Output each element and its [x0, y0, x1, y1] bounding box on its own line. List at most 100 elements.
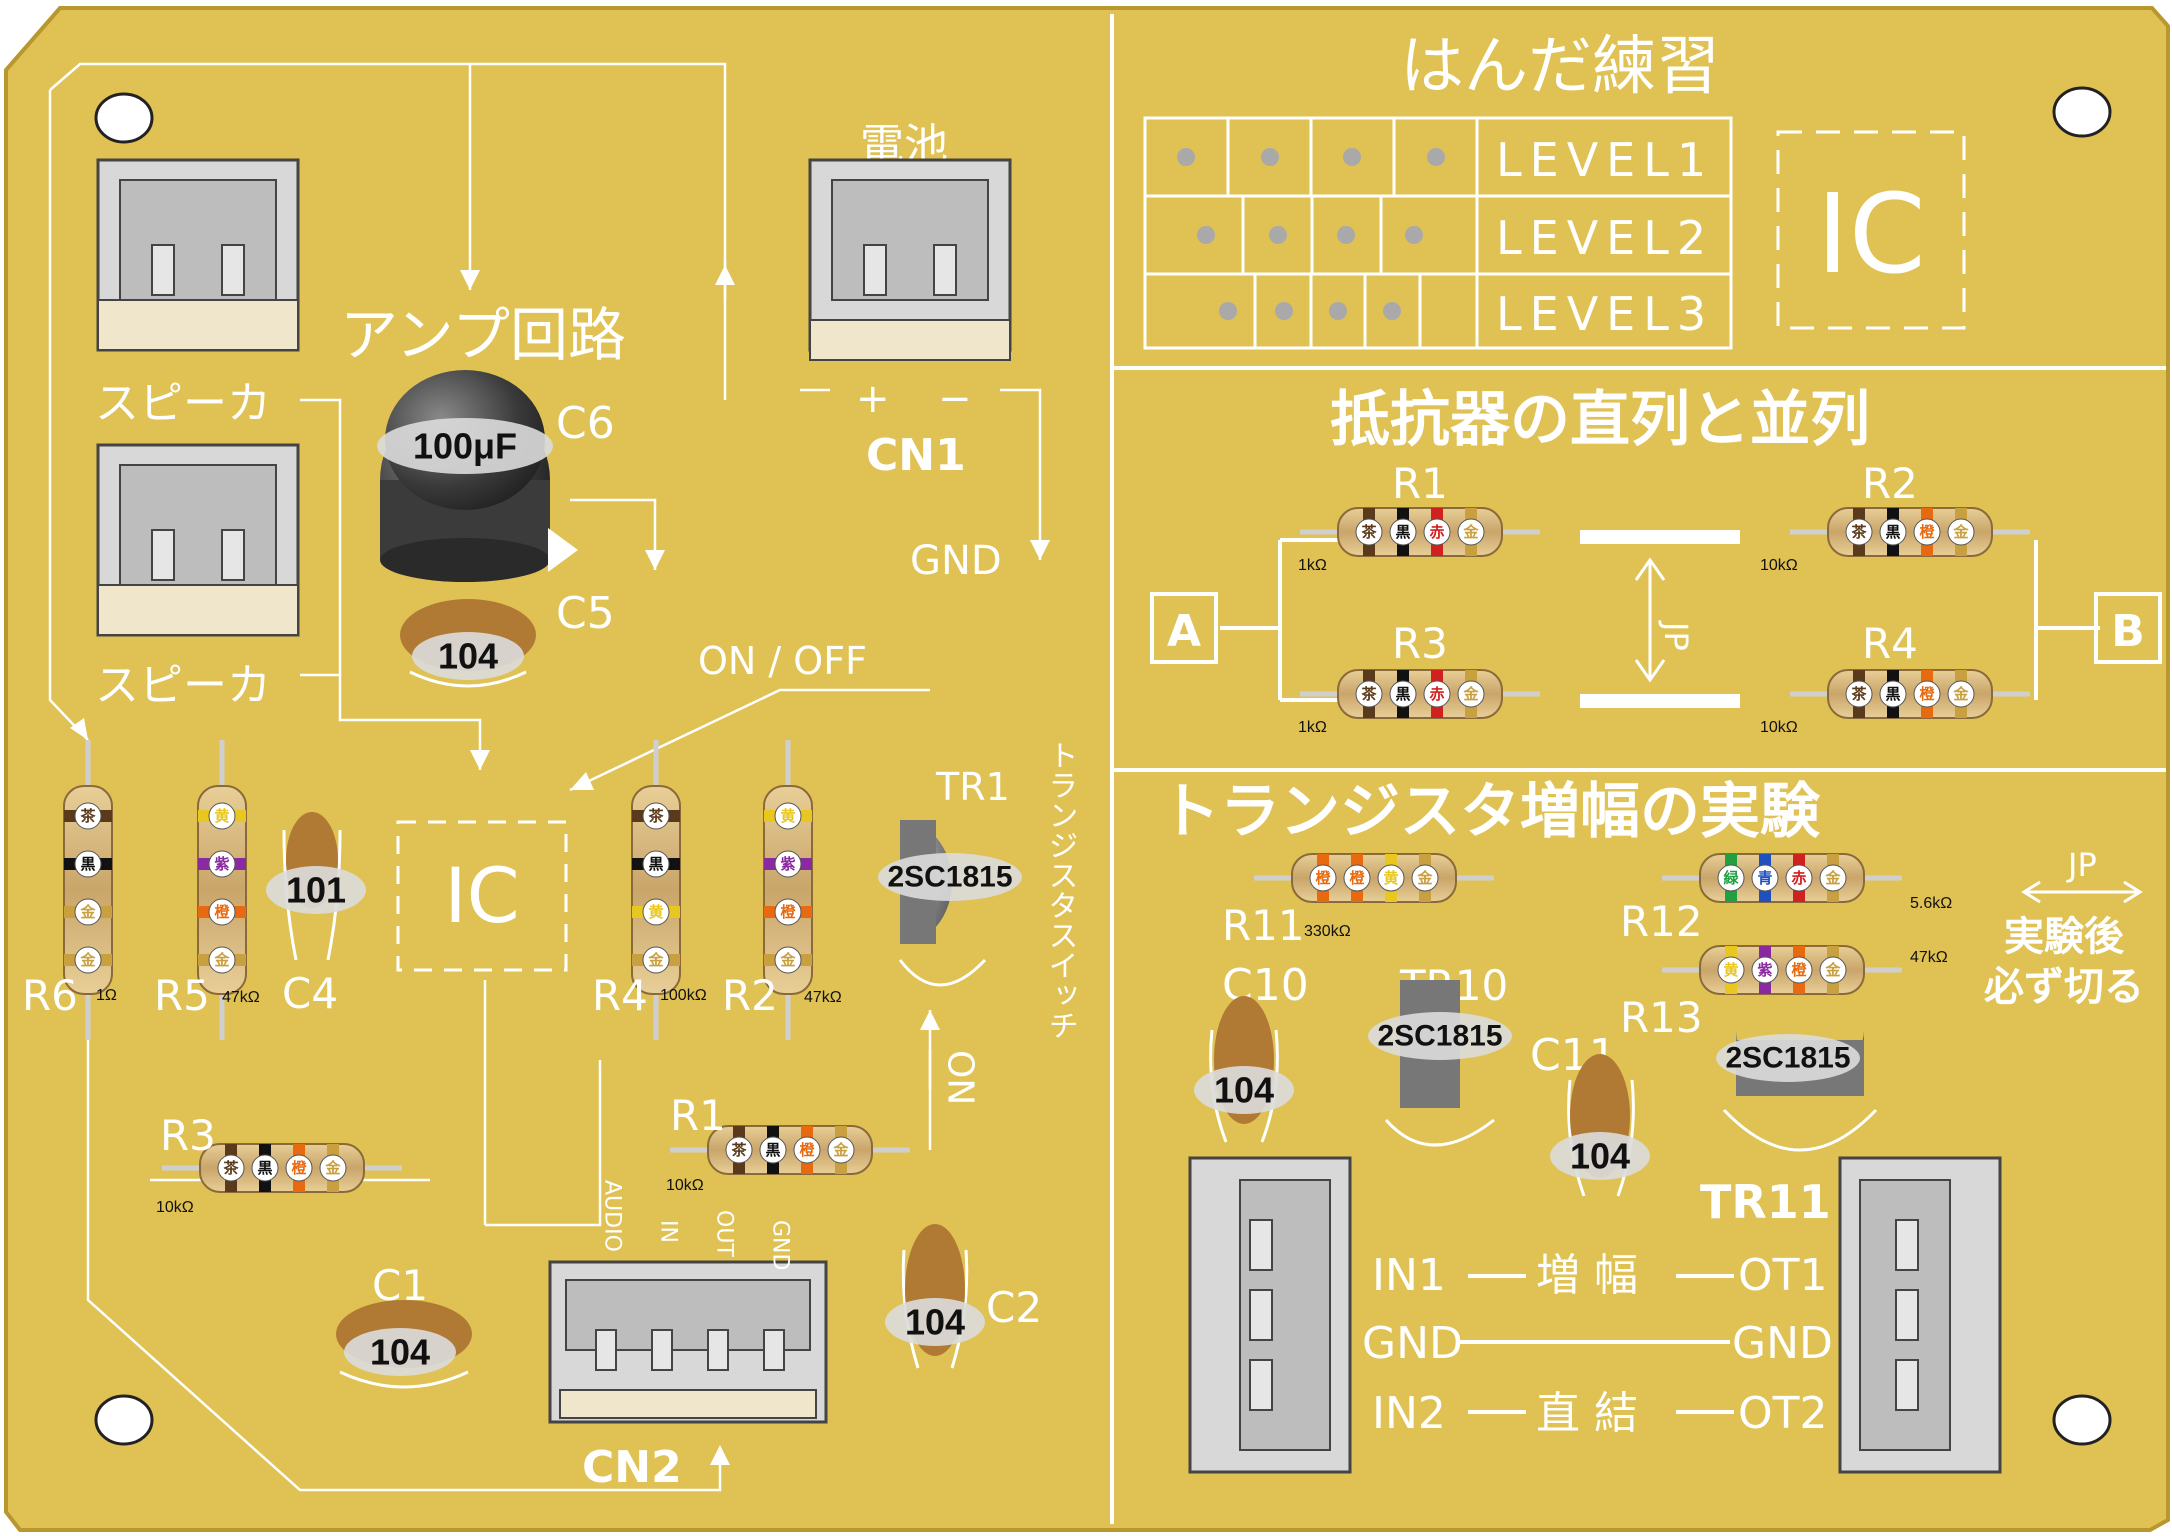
tr1-transistor	[878, 820, 1022, 987]
c10-value: 104	[1214, 1070, 1274, 1111]
band-label: 黒	[1885, 523, 1900, 541]
battery-minus: −	[938, 376, 972, 422]
band-label: 黒	[1395, 685, 1410, 703]
band-label: 金	[1824, 869, 1841, 887]
cn2-pin-out: OUT	[712, 1210, 737, 1257]
soldering-grid	[1143, 116, 1733, 350]
jp-pad-top	[1580, 530, 1740, 544]
band-label: 橙	[1919, 685, 1935, 703]
tr1-value: 2SC1815	[887, 861, 1012, 894]
band-label: 金	[832, 1141, 849, 1159]
resistor-band	[1411, 864, 1439, 892]
row2-out: GND	[1732, 1318, 1833, 1369]
resistor-band	[827, 1136, 855, 1164]
amp-traces	[48, 62, 1042, 1492]
r6-resistor-value: 1Ω	[96, 987, 117, 1004]
band-label: 茶	[223, 1159, 239, 1177]
band-label: 橙	[780, 903, 796, 921]
note-line1: 実験後	[2004, 914, 2125, 960]
band-label: 金	[79, 951, 96, 969]
cn2-pin-audio: AUDIO	[600, 1180, 625, 1252]
resistor-band	[793, 1136, 821, 1164]
sp-r4-resistor-label: R4	[1862, 619, 1918, 668]
cn2-pin-labels: AUDIO IN OUT GND	[600, 1180, 793, 1270]
r3-resistor-value: 10kΩ	[156, 1199, 194, 1216]
r1-resistor: 茶黒橙金R110kΩ	[666, 1091, 910, 1194]
ic-outline-left	[396, 820, 568, 972]
sp-r3-resistor-label: R3	[1392, 619, 1448, 668]
battery-connector	[808, 158, 1012, 361]
resistor-band	[208, 898, 236, 926]
band-label: 黄	[648, 903, 663, 921]
c4-label: C4	[282, 969, 338, 1018]
resistor-band	[642, 946, 670, 974]
sp-r1-resistor-label: R1	[1392, 459, 1448, 508]
resistor-band	[642, 898, 670, 926]
speaker-label-1: スピーカ	[95, 378, 271, 429]
band-label: 黒	[1395, 523, 1410, 541]
series-parallel-traces	[1220, 538, 2100, 702]
band-label: 黄	[214, 807, 229, 825]
r1-resistor-label: R1	[670, 1091, 726, 1140]
c4-value: 101	[286, 870, 346, 911]
resistor-band	[1845, 518, 1873, 546]
band-label: 橙	[799, 1141, 815, 1159]
resistor-band	[1947, 518, 1975, 546]
resistor-band	[642, 802, 670, 830]
sp-r4-resistor: 茶黒橙金R410kΩ	[1760, 619, 2030, 736]
r12-resistor-label: R12	[1620, 897, 1703, 946]
row3-out: OT2	[1738, 1388, 1828, 1439]
resistor-band	[1343, 864, 1371, 892]
c5-label: C5	[556, 588, 615, 639]
terminal-a-label: A	[1167, 606, 1201, 657]
resistor-band	[1355, 680, 1383, 708]
r2-resistor-label: R2	[722, 971, 778, 1020]
resistor-band	[1819, 864, 1847, 892]
r4-resistor-label: R4	[592, 971, 648, 1020]
band-label: 金	[1952, 685, 1969, 703]
tr1-label: TR1	[935, 765, 1010, 809]
resistor-band	[208, 946, 236, 974]
c5-capacitor	[400, 599, 536, 688]
sp-r2-resistor: 茶黒橙金R210kΩ	[1760, 459, 2030, 574]
terminal-a	[1150, 592, 1218, 664]
resistor-band	[1389, 680, 1417, 708]
resistor-band	[725, 1136, 753, 1164]
row1-out: OT1	[1738, 1250, 1828, 1301]
resistor-band	[74, 898, 102, 926]
r3-resistor-label: R3	[160, 1111, 216, 1160]
row1-mid: 増 幅	[1536, 1250, 1638, 1301]
sp-r1-resistor: 茶黒赤金R11kΩ	[1298, 459, 1540, 574]
on-off-label: ON / OFF	[698, 639, 867, 683]
band-label: 紫	[1757, 961, 1772, 979]
transistor-amp-title: トランジスタ増幅の実験	[1160, 777, 1821, 847]
band-label: 金	[79, 903, 96, 921]
io-rows: IN1 増 幅 OT1 GND GND IN2 直 結 OT2	[1362, 1250, 1833, 1439]
resistor-band	[319, 1154, 347, 1182]
row1-in: IN1	[1372, 1250, 1446, 1301]
r5-resistor-label: R5	[154, 971, 210, 1020]
band-label: 黄	[780, 807, 795, 825]
cn2-label: CN2	[582, 1442, 682, 1493]
tr-jp-label: JP	[2066, 846, 2097, 884]
resistor-band	[1457, 518, 1485, 546]
resistor-band	[1913, 518, 1941, 546]
resistor-band	[642, 850, 670, 878]
band-label: 黄	[1723, 961, 1738, 979]
input-connector	[1188, 1156, 1352, 1474]
band-label: 橙	[214, 903, 230, 921]
gnd-label: GND	[910, 538, 1002, 584]
sp-r2-resistor-label: R2	[1862, 459, 1918, 508]
solder-pads	[1177, 148, 1445, 320]
amp-arrows	[70, 265, 1050, 1465]
level1-label: LEVEL1	[1496, 133, 1714, 187]
speaker-connector-2	[96, 443, 300, 637]
r11-resistor-label: R11	[1222, 901, 1305, 950]
transistor-switch-label: トランジスタスイッチ	[1043, 740, 1078, 1040]
resistor-band	[1947, 680, 1975, 708]
resistor-band	[1819, 956, 1847, 984]
resistor-band	[208, 850, 236, 878]
